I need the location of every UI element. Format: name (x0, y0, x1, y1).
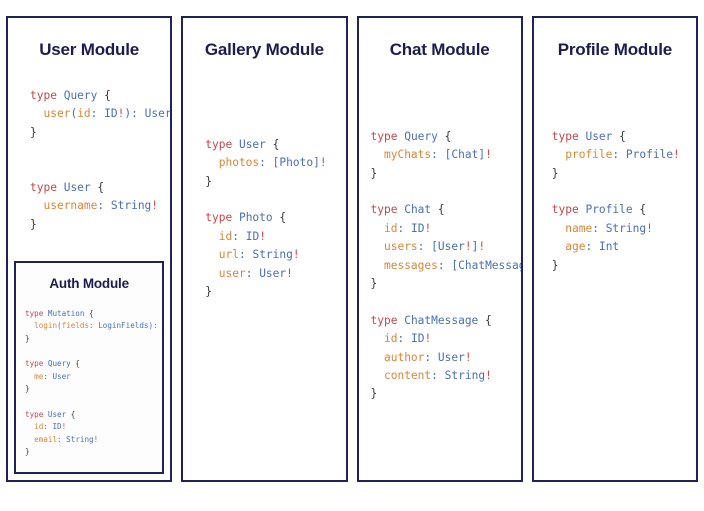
module-card-chat[interactable]: Chat Module type Query { myChats: [Chat]… (356, 16, 523, 482)
module-card-user[interactable]: User Module type Query { user(id: ID!): … (6, 16, 173, 482)
module-title-chat: Chat Module (389, 40, 490, 59)
schema-code-chat: type Query { myChats: [Chat]! } type Cha… (370, 129, 521, 401)
module-card-profile[interactable]: Profile Module type User { profile: Prof… (531, 16, 698, 482)
module-title-profile: Profile Module (557, 40, 673, 59)
module-title-auth: Auth Module (49, 276, 129, 291)
module-title-gallery: Gallery Module (204, 40, 324, 59)
module-title-user: User Module (39, 40, 140, 59)
schema-code-user: type Query { user(id: ID!): User } type … (30, 88, 172, 231)
schema-code-auth: type Mutation { login(fields: LoginField… (25, 308, 162, 457)
schema-code-gallery: type User { photos: [Photo]! } type Phot… (205, 137, 327, 298)
module-card-gallery[interactable]: Gallery Module type User { photos: [Phot… (181, 16, 348, 482)
module-card-auth[interactable]: Auth Module type Mutation { login(fields… (14, 261, 165, 474)
schema-code-profile: type User { profile: Profile! } type Pro… (551, 129, 680, 272)
